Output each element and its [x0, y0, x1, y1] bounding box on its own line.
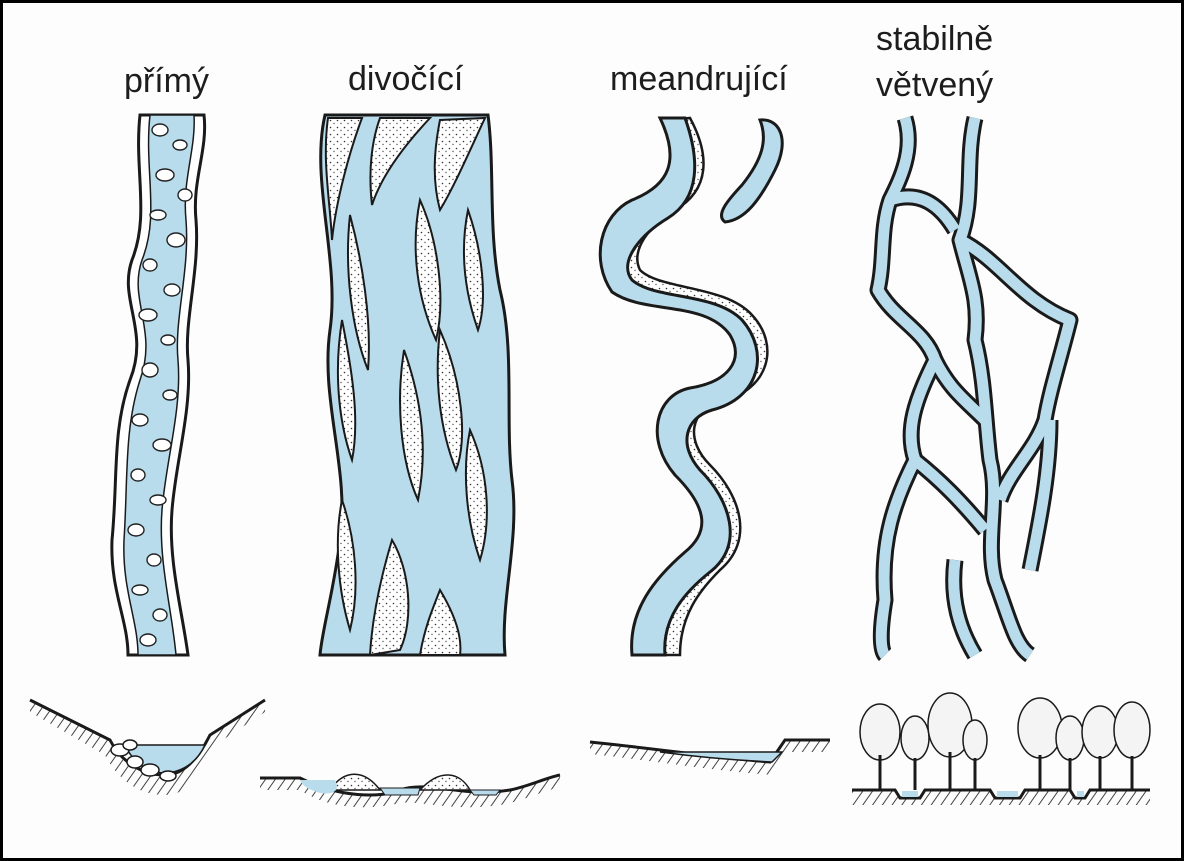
meandering-river-plan: [600, 118, 782, 655]
label-anastomosing-line2: větvený: [876, 66, 993, 104]
anastomosing-cross-section: [852, 693, 1150, 805]
oxbow-lake: [721, 120, 782, 222]
label-anastomosing-line1: stabilně: [876, 20, 993, 58]
braided-xs-bar: [420, 775, 470, 790]
label-braided: divočící: [348, 60, 463, 98]
anastomosing-river-plan: [878, 118, 1070, 655]
straight-cross-section: [30, 700, 265, 795]
braided-river-plan: [320, 115, 514, 655]
label-meandering: meandrující: [610, 60, 788, 98]
braided-xs-bar: [330, 774, 380, 790]
straight-river-plan: [112, 115, 205, 655]
meandering-cross-section: [590, 740, 830, 775]
label-straight: přímý: [124, 62, 209, 100]
braided-cross-section: [260, 774, 560, 807]
trees: [860, 693, 1150, 760]
